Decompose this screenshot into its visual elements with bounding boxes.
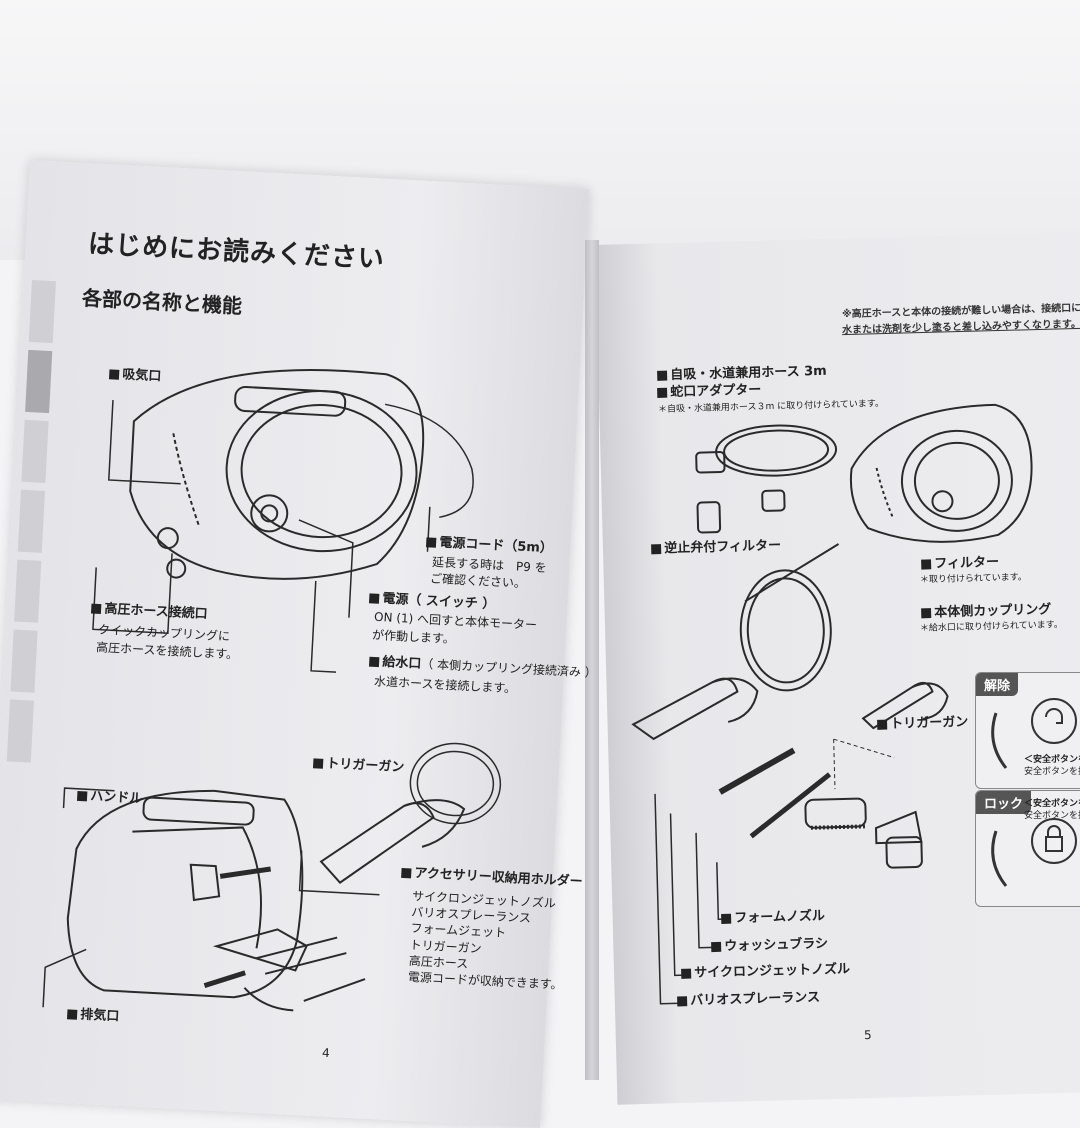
- unlock-icon: [991, 698, 1077, 769]
- label-foam-nozzle: フォームノズル: [720, 909, 825, 928]
- label-exhaust: 排気口: [66, 1007, 120, 1026]
- lock-note-2: 安全ボタンを押し: [1024, 811, 1080, 821]
- label-wash-brush: ウォッシュブラシ: [710, 936, 828, 955]
- holder-items: サイクロンジェットノズル バリオスプレーランス フォームジェット トリガーガン …: [408, 888, 568, 993]
- lock-heading: ロック: [976, 791, 1032, 814]
- label-trigger-gun-right: トリガーガン: [876, 715, 969, 734]
- illustrations: [42, 368, 1033, 1012]
- label-check-filter: 逆止弁付フィルター: [650, 538, 781, 558]
- page-number-right: 5: [863, 1027, 872, 1043]
- book-gutter: [585, 240, 599, 1080]
- label-coupling: 本体側カップリング: [920, 602, 1052, 622]
- label-intake: 吸気口: [108, 367, 162, 386]
- hose-illustration: [715, 424, 840, 692]
- washer-illustration-bottom: [66, 789, 308, 1012]
- label-handle: ハンドル: [76, 788, 143, 808]
- release-heading: 解除: [976, 673, 1019, 696]
- label-faucet-adapter: 蛇口アダプター: [656, 383, 762, 402]
- lock-icon: [991, 818, 1077, 887]
- page-number-left: 4: [321, 1045, 331, 1061]
- label-filter: フィルター: [920, 555, 999, 573]
- release-box: 解除 ＜安全ボタンを解除 安全ボタンを押し: [975, 672, 1080, 789]
- release-note-2: 安全ボタンを押し: [1024, 767, 1080, 777]
- trigger-gun-illustration-left: [255, 742, 502, 1002]
- washer-illustration-right: [849, 403, 1033, 543]
- label-water-inlet: 給水口: [368, 654, 422, 672]
- washer-illustration-left: [129, 368, 474, 580]
- release-note-1: ＜安全ボタンを解除: [1024, 755, 1080, 765]
